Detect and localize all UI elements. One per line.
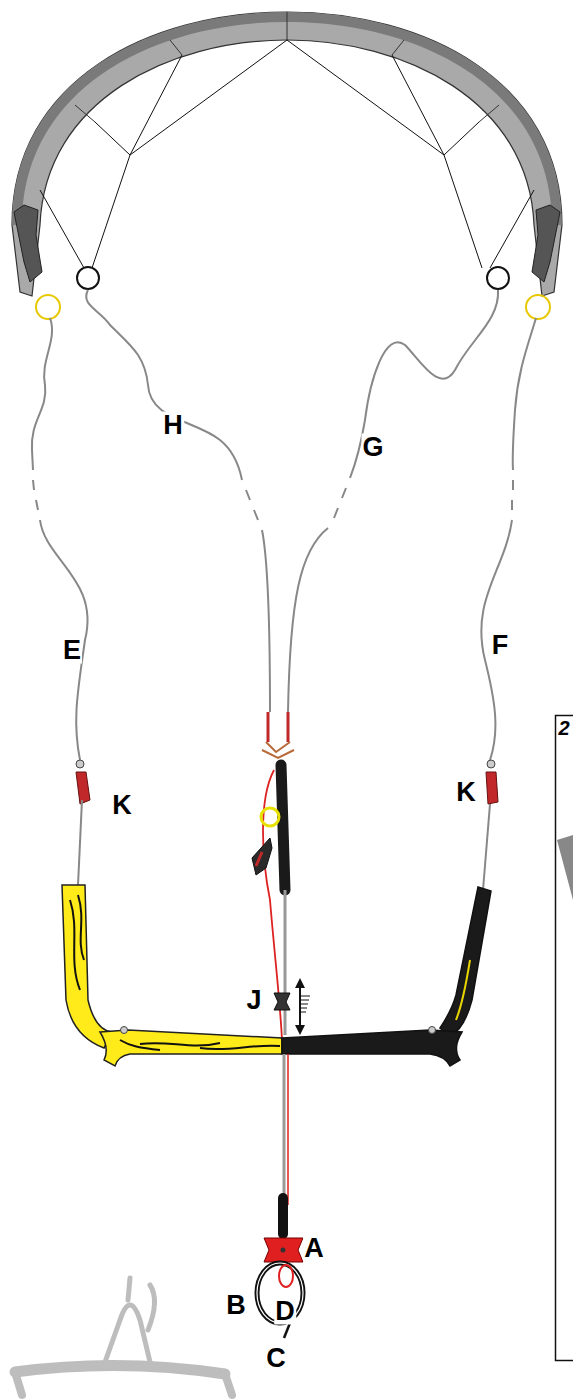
back-line-attachment [526, 295, 550, 319]
front-line-attachment [487, 267, 509, 289]
float-left-pattern [70, 895, 84, 990]
part-letter: F [491, 632, 510, 659]
part-letter: C [265, 1345, 287, 1372]
leader-line-left [76, 760, 90, 885]
part-letter: A [303, 1235, 325, 1262]
kite-canopy [12, 12, 562, 296]
part-letter: B [225, 1292, 247, 1319]
canopy-panels [75, 12, 499, 122]
bridle-left [40, 40, 287, 268]
bar-screw [121, 1027, 128, 1034]
bar-left [100, 1030, 282, 1066]
part-letter: K [111, 792, 133, 819]
inset-frame [556, 716, 573, 1361]
depower-stopper [274, 978, 310, 1035]
figure-number: 2 [557, 718, 570, 738]
chicken-loop [257, 1054, 303, 1338]
wingtip-right [532, 205, 560, 282]
part-letter: G [361, 434, 384, 461]
back-line-attachment [36, 295, 60, 319]
inset-figure [557, 835, 573, 900]
front-line-attachment [77, 267, 99, 289]
bar-right [282, 1030, 462, 1066]
bridle-right [287, 40, 534, 268]
flying-lines [32, 290, 536, 760]
wingtip-left [14, 205, 42, 282]
float-left [62, 885, 112, 1048]
ghost-bar [15, 1278, 232, 1395]
part-letter: E [62, 637, 82, 664]
bar-flames [120, 1040, 280, 1050]
part-letter: J [245, 987, 262, 1014]
part-letter: H [162, 412, 184, 439]
leading-edge [12, 12, 562, 225]
part-letter: K [455, 779, 477, 806]
float-right [440, 887, 491, 1036]
float-right-pattern [456, 960, 470, 1020]
leader-line-right [483, 760, 498, 890]
part-letter: D [274, 1298, 296, 1325]
bar-screw [429, 1027, 436, 1034]
